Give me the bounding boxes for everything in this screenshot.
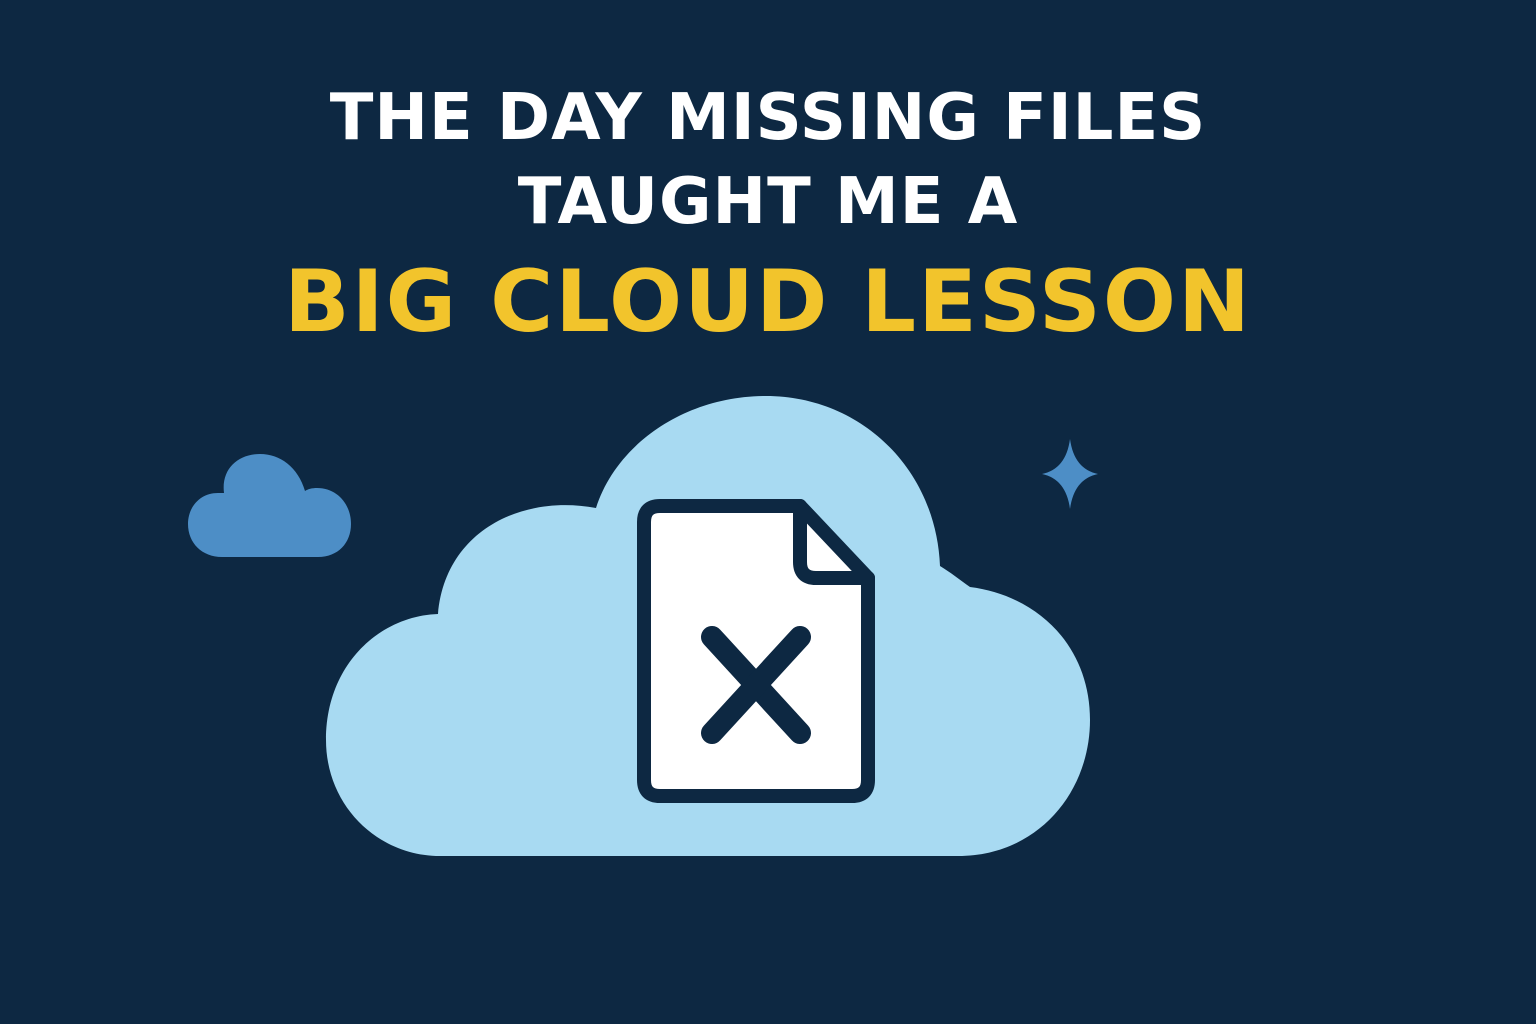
file-icon xyxy=(637,499,875,803)
x-mark-icon xyxy=(701,626,811,744)
small-cloud-icon xyxy=(188,454,351,557)
file-corner-fold xyxy=(793,499,875,585)
file-outline xyxy=(637,499,875,803)
headline-highlight: BIG CLOUD LESSON xyxy=(284,252,1252,352)
headline: THE DAY MISSING FILES TAUGHT ME A BIG CL… xyxy=(0,0,1536,380)
sparkle-icon xyxy=(1042,439,1098,509)
headline-line-1: THE DAY MISSING FILES xyxy=(329,81,1207,155)
headline-line-2: TAUGHT ME A xyxy=(517,165,1019,239)
